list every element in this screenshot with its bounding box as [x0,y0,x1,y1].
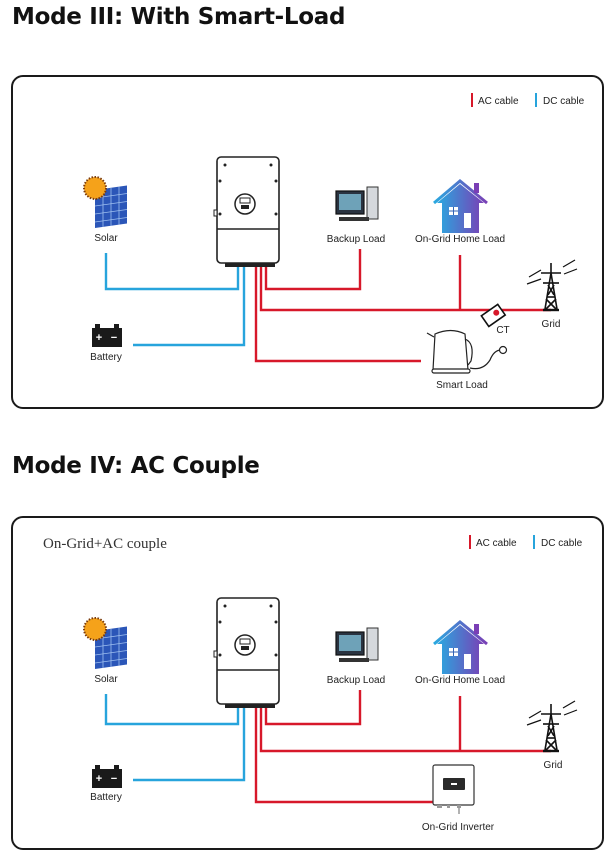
mode4-title: Mode IV: AC Couple [12,453,260,479]
battery-icon: + − [92,765,122,788]
ongrid-inverter-icon [432,764,475,814]
battery-dc-cable [133,267,246,347]
backup-load-ac-cable [264,690,362,726]
smart-load-ac-cable [254,267,421,363]
svg-text:+: + [96,773,102,785]
home-load-label: On-Grid Home Load [415,234,505,245]
grid-tower-icon [526,259,578,312]
house-icon [433,179,488,233]
house-icon [433,620,488,674]
dc-legend-label: DC cable [543,96,585,107]
ac-legend-label: AC cable [478,96,519,107]
sun-icon [83,176,107,200]
grid-label: Grid [542,319,561,330]
backup-load-ac-cable [264,249,362,291]
ct-sensor-icon [480,303,507,328]
computer-icon [335,627,379,662]
svg-text:−: − [111,773,117,785]
grid-ac-cable [259,708,551,753]
ct-label: CT [496,325,509,336]
smart-load-label: Smart Load [436,380,488,391]
mode4-legend: AC cable DC cable [469,535,583,549]
solar-panel-icon [83,176,127,228]
battery-dc-cable [133,708,246,782]
grid-ac-cable [259,267,551,312]
computer-icon [335,186,379,221]
grid-label: Grid [544,760,563,771]
sun-icon [83,617,107,641]
mode3-diagram-panel: AC cable DC cable Solar [11,75,604,409]
dc-legend-label: DC cable [541,538,583,549]
mode3-legend: AC cable DC cable [471,93,585,107]
ac-legend-label: AC cable [476,538,517,549]
solar-label: Solar [94,233,118,244]
battery-label: Battery [90,352,122,363]
mode3-title: Mode III: With Smart-Load [12,4,346,30]
home-load-label: On-Grid Home Load [415,675,505,686]
battery-icon: + − [92,324,122,347]
svg-text:−: − [111,332,117,344]
grid-tower-icon [526,700,578,753]
mode4-diagram: On-Grid+AC couple AC cable DC cable Sola… [43,535,583,833]
kettle-icon [426,329,508,374]
hybrid-inverter-icon [213,597,280,708]
backup-load-label: Backup Load [327,675,385,686]
solar-dc-cable [104,253,240,291]
svg-text:+: + [96,332,102,344]
solar-label: Solar [94,674,118,685]
solar-dc-cable [104,694,240,726]
backup-load-label: Backup Load [327,234,385,245]
mode4-subtitle: On-Grid+AC couple [43,536,167,552]
ongrid-inverter-ac-cable [254,708,433,804]
solar-panel-icon [83,617,127,669]
ongrid-inverter-label: On-Grid Inverter [422,822,495,833]
battery-label: Battery [90,792,122,803]
mode3-diagram: AC cable DC cable Solar [83,93,585,391]
mode4-diagram-panel: On-Grid+AC couple AC cable DC cable Sola… [11,516,604,850]
hybrid-inverter-icon [213,156,280,267]
